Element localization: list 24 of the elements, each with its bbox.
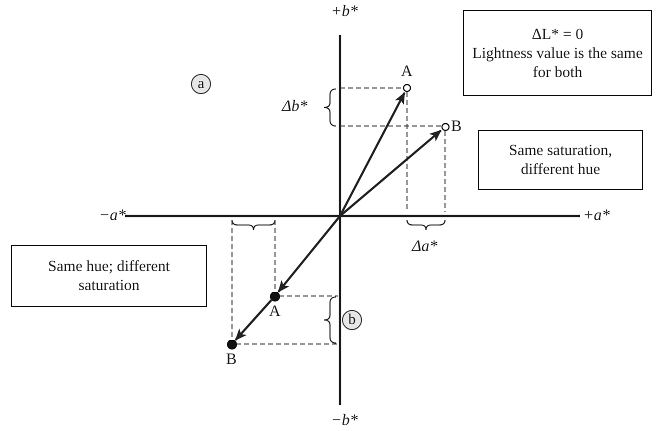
axis-label: −a* (99, 208, 126, 224)
box-text: Lightness value is the same for both (471, 44, 644, 82)
annotation-box (11, 245, 207, 307)
annotation-box (478, 130, 643, 190)
vector-arrow (339, 130, 442, 217)
axis-label: Δb* (282, 99, 308, 115)
circled-letter: a (191, 74, 211, 94)
point-label: B (451, 119, 462, 135)
point-label: A (269, 304, 281, 320)
axis-label: +a* (583, 208, 610, 224)
axis-label: Δa* (412, 239, 438, 255)
point-label: B (226, 352, 237, 368)
vector-arrow (278, 215, 341, 292)
vector-arrow (234, 299, 272, 341)
circled-letter: b (342, 310, 362, 330)
point-label: A (401, 64, 413, 80)
color-point (401, 64, 413, 92)
axis-label: −b* (331, 413, 358, 429)
axis-label: +b* (331, 4, 358, 20)
box-text: Same hue; different saturation (47, 257, 171, 295)
box-text: ΔL* = 0 (530, 24, 584, 44)
box-text: Same saturation, different hue (508, 141, 614, 179)
vector-arrow (339, 92, 406, 217)
annotation-box (463, 10, 652, 96)
